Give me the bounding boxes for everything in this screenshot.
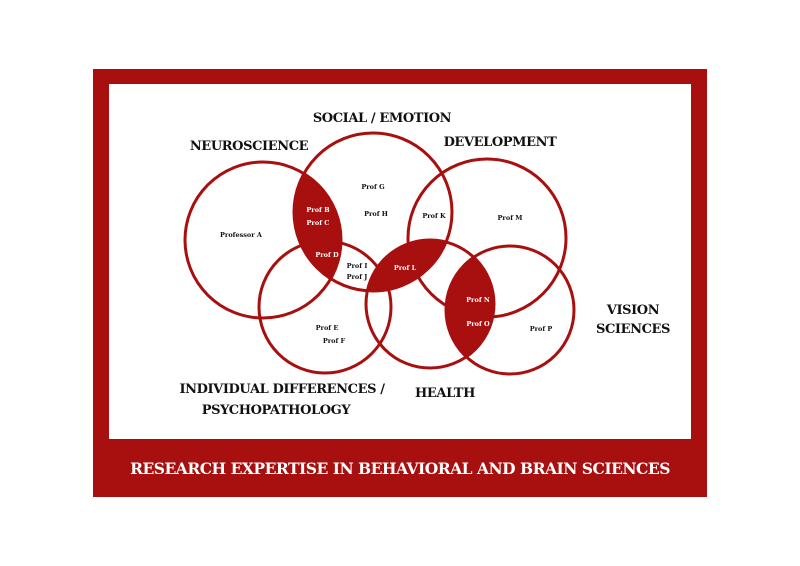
circle-health	[364, 238, 496, 370]
prof-e: Prof E	[316, 324, 339, 332]
label-health: HEALTH	[415, 386, 475, 401]
label-social-emotion: SOCIAL / EMOTION	[313, 111, 452, 126]
prof-a: Professor A	[220, 231, 263, 239]
label-vision-line2: SCIENCES	[596, 322, 670, 337]
prof-g: Prof G	[361, 183, 385, 191]
prof-d: Prof D	[315, 251, 339, 259]
overlap-social-health	[366, 240, 452, 291]
prof-n: Prof N	[466, 296, 490, 304]
label-individual-line1: INDIVIDUAL DIFFERENCES /	[179, 382, 385, 397]
circle-vision-sciences	[444, 244, 576, 376]
footer-title: RESEARCH EXPERTISE IN BEHAVIORAL AND BRA…	[130, 458, 670, 478]
prof-o: Prof O	[466, 320, 490, 328]
circle-social-emotion	[292, 131, 454, 293]
circle-neuroscience	[183, 160, 343, 320]
circle-individual-differences	[257, 239, 393, 375]
overlap-health-vision	[446, 246, 494, 368]
prof-l: Prof L	[394, 264, 417, 272]
prof-f: Prof F	[323, 337, 346, 345]
prof-k: Prof K	[422, 212, 446, 220]
prof-b: Prof B	[306, 206, 330, 214]
prof-c: Prof C	[307, 219, 330, 227]
label-neuroscience: NEUROSCIENCE	[190, 139, 309, 154]
prof-p: Prof P	[530, 325, 553, 333]
label-individual-line2: PSYCHOPATHOLOGY	[202, 403, 352, 418]
label-development: DEVELOPMENT	[444, 135, 558, 150]
label-vision-line1: VISION	[606, 303, 660, 318]
circle-development	[406, 157, 568, 319]
prof-h: Prof H	[364, 210, 388, 218]
prof-j: Prof J	[347, 273, 368, 281]
prof-m: Prof M	[498, 214, 523, 222]
prof-i: Prof I	[347, 262, 368, 270]
